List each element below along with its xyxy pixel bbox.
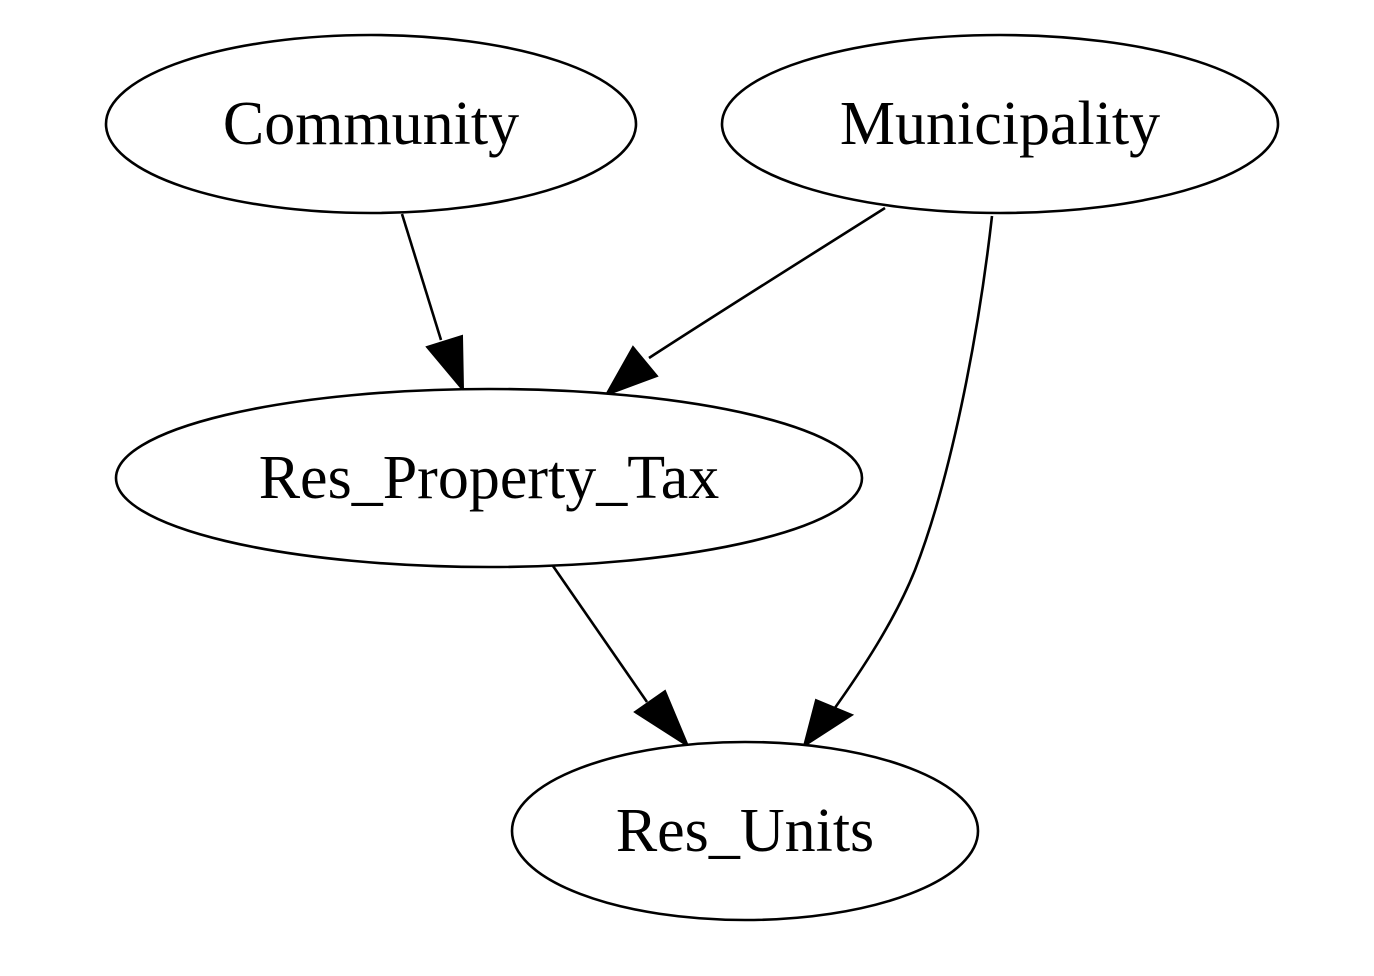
nodes: Community Municipality Res_Property_Tax …	[104, 33, 1280, 922]
edge-line	[551, 565, 649, 703]
arrowhead	[603, 345, 659, 397]
node-ellipse	[114, 387, 864, 569]
arrowhead	[802, 698, 855, 749]
node-label: Municipality	[840, 90, 1160, 158]
edge-community-to-res-property-tax	[400, 213, 465, 393]
node-label: Res_Property_Tax	[259, 444, 720, 512]
node-community: Community	[104, 33, 638, 215]
arrowhead	[633, 689, 691, 749]
node-label: Res_Units	[616, 797, 874, 865]
edge-municipality-to-res-property-tax	[603, 206, 886, 397]
edge-line	[400, 213, 443, 341]
edge-line	[830, 215, 994, 713]
node-ellipse	[510, 740, 980, 922]
edge-line	[648, 206, 886, 360]
node-label: Community	[223, 90, 519, 158]
node-ellipse	[104, 33, 638, 215]
edges	[400, 206, 994, 749]
node-municipality: Municipality	[720, 33, 1280, 215]
node-res-property-tax: Res_Property_Tax	[114, 387, 864, 569]
node-ellipse	[720, 33, 1280, 215]
edge-res-property-tax-to-res-units	[551, 565, 691, 749]
edge-municipality-to-res-units	[802, 215, 994, 749]
arrowhead	[425, 334, 465, 393]
node-res-units: Res_Units	[510, 740, 980, 922]
